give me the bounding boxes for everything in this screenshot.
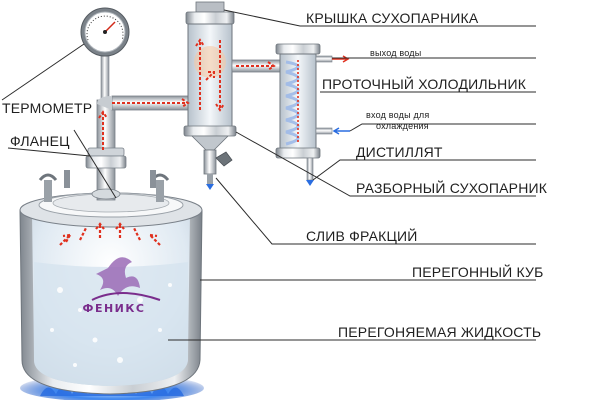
label-water-in-1: вход воды для bbox=[366, 110, 429, 120]
steam-flow-arrows bbox=[59, 222, 161, 246]
label-lid: КРЫШКА СУХОПАРНИКА bbox=[306, 10, 479, 26]
brand-logo-text: ФЕНИКС bbox=[83, 302, 146, 315]
condenser bbox=[275, 43, 333, 186]
water-out-arrow bbox=[332, 55, 350, 63]
phoenix-logo-icon: ФЕНИКС bbox=[83, 257, 161, 315]
thermometer-dial-icon bbox=[80, 7, 130, 103]
label-cube: ПЕРЕГОННЫЙ КУБ bbox=[412, 263, 544, 280]
distillation-cube bbox=[19, 170, 203, 395]
water-in-arrow bbox=[332, 127, 350, 135]
label-drain: СЛИВ ФРАКЦИЙ bbox=[306, 227, 418, 244]
label-condenser: ПРОТОЧНЫЙ ХОЛОДИЛЬНИК bbox=[322, 75, 527, 92]
leader-lines bbox=[1, 9, 536, 341]
label-flange: ФЛАНЕЦ bbox=[10, 133, 70, 149]
label-water-in-2: охлаждения bbox=[376, 121, 429, 131]
dryer-flow-arrows bbox=[98, 38, 225, 150]
label-thermometer: ТЕРМОМЕТР bbox=[2, 100, 92, 116]
dryer-vessel bbox=[183, 1, 237, 190]
label-distillate: ДИСТИЛЛЯТ bbox=[356, 144, 443, 160]
label-water-out: выход воды bbox=[370, 48, 421, 58]
label-dryer: РАЗБОРНЫЙ СУХОПАРНИК bbox=[356, 179, 548, 196]
label-liquid: ПЕРЕГОНЯЕМАЯ ЖИДКОСТЬ bbox=[338, 324, 541, 340]
